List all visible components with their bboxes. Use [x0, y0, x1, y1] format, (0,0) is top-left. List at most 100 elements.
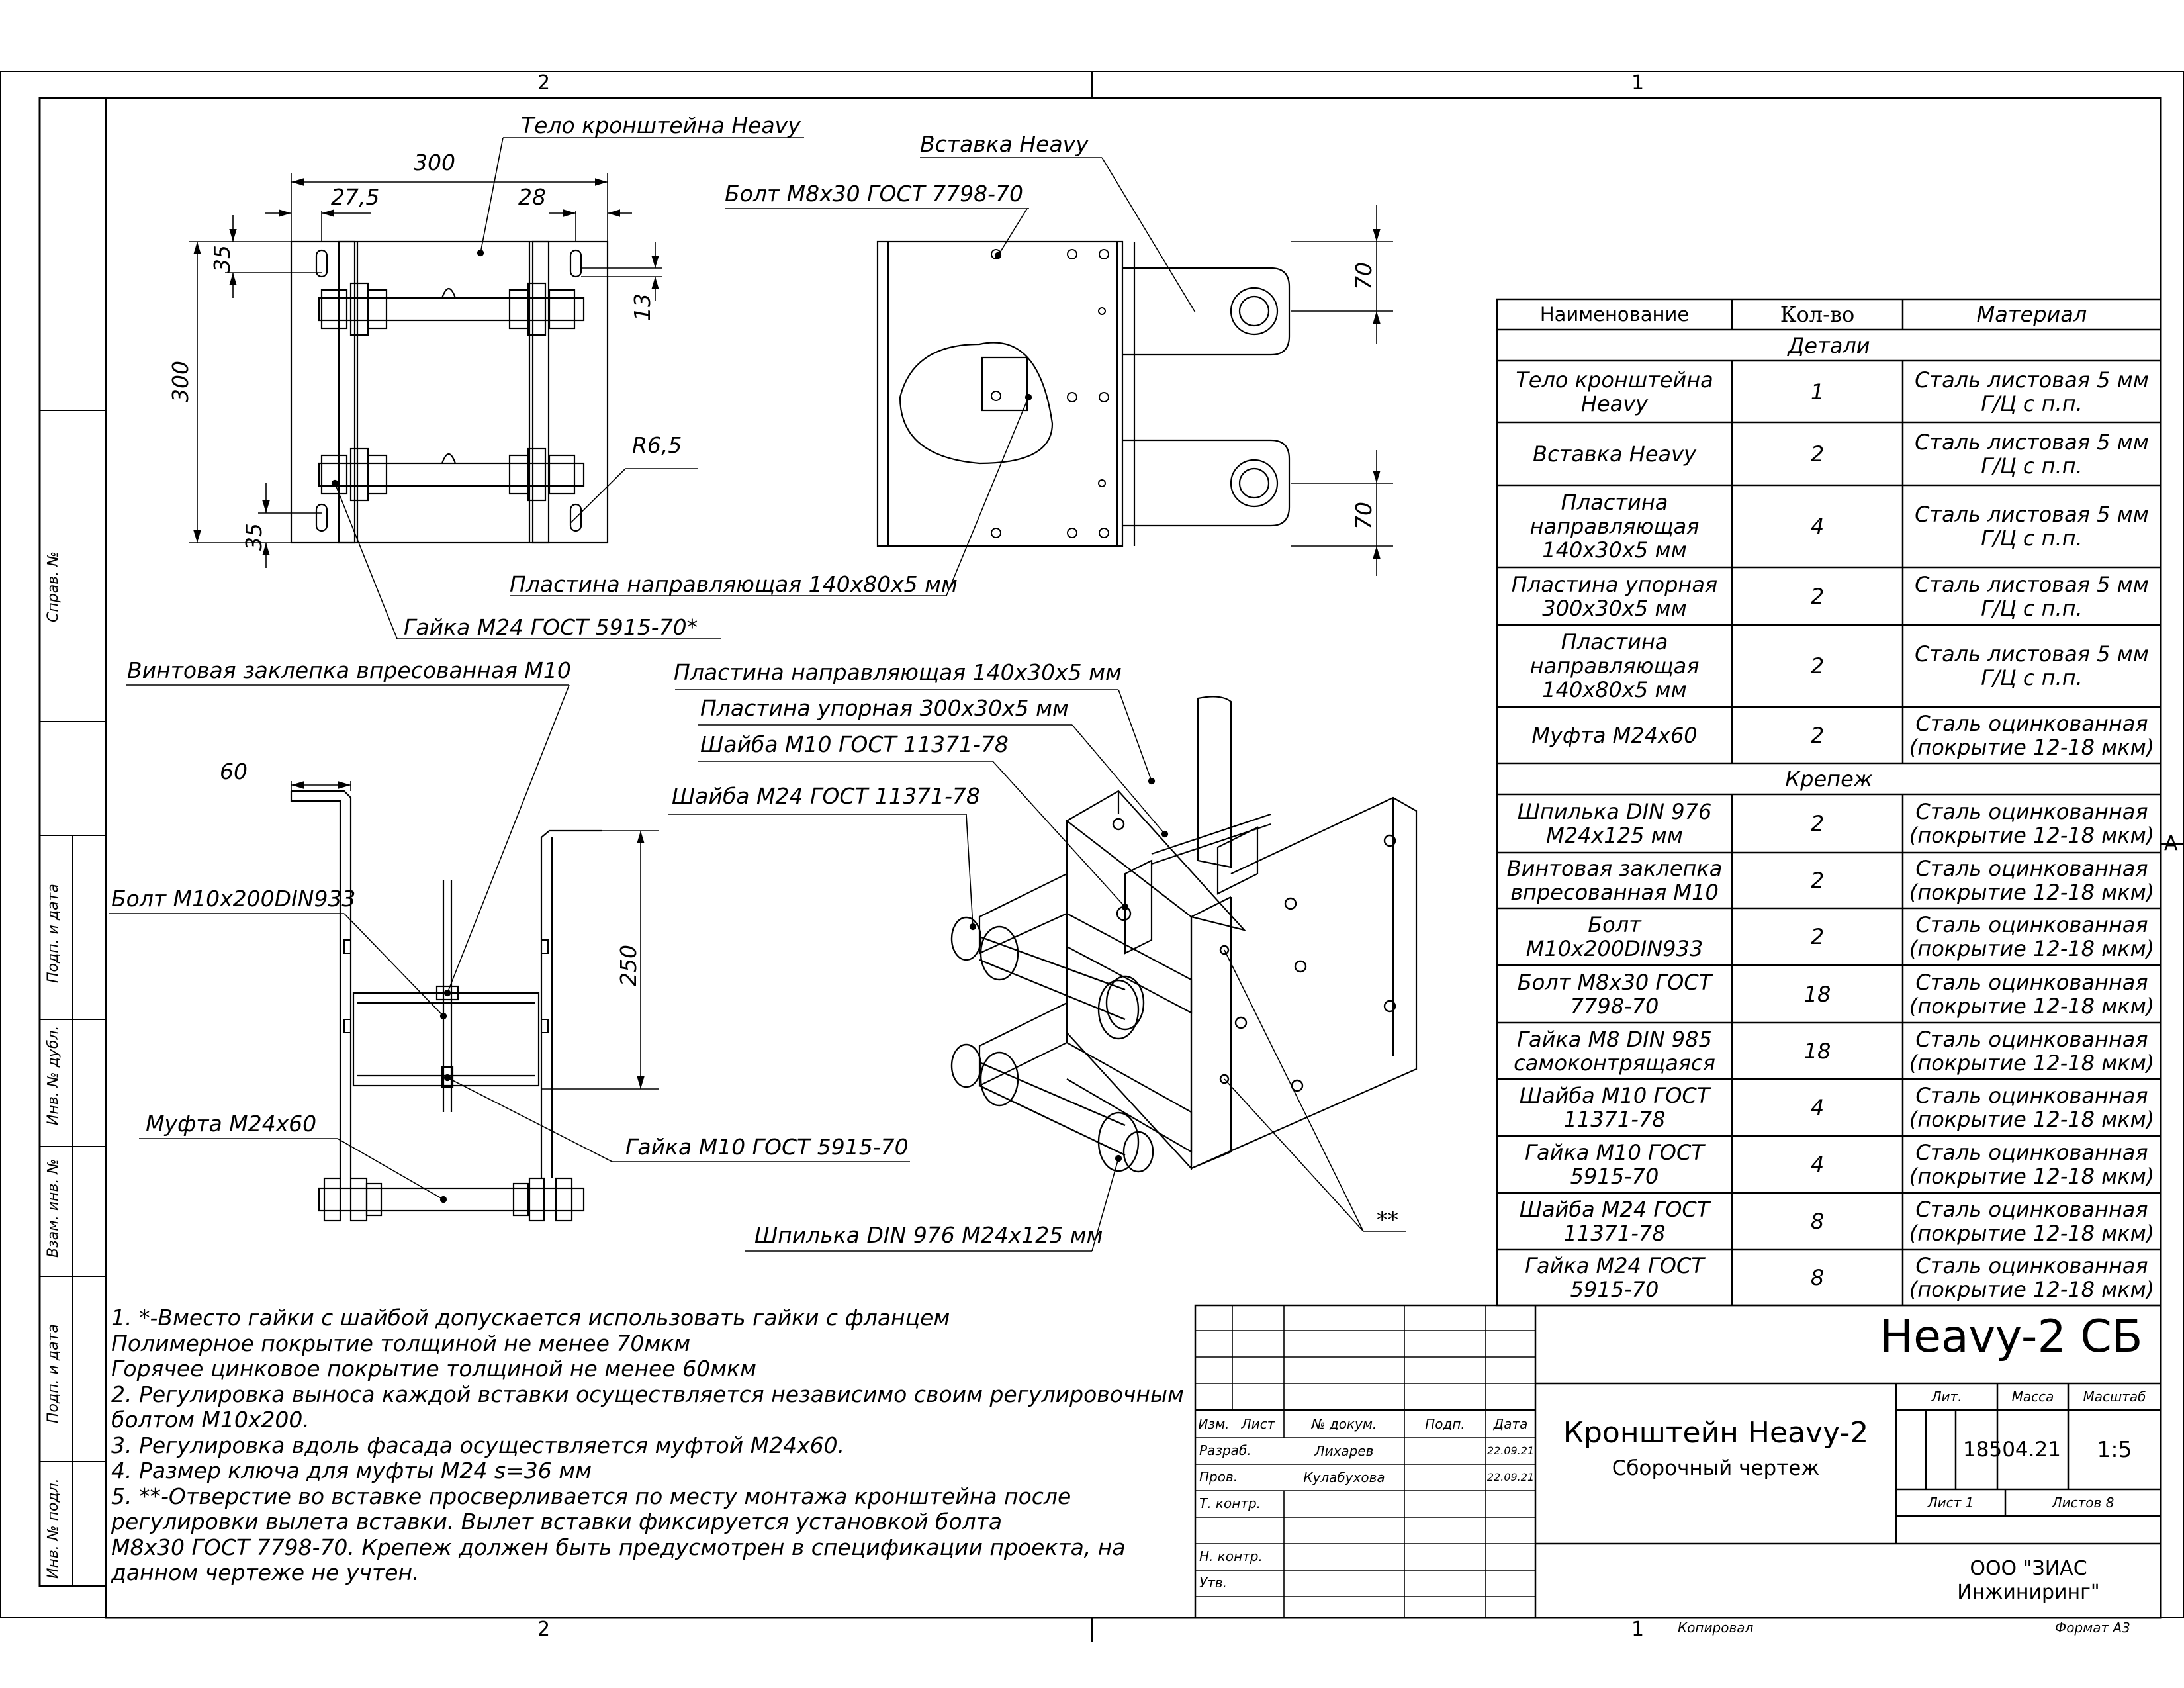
spec-row-material-line: Г/Ц с п.п. [1981, 526, 2083, 551]
spec-row-name-line: направляющая [1529, 653, 1700, 679]
spec-row-material-line: Сталь листовая 5 мм [1915, 429, 2149, 455]
tb-row-prov: Пров. [1199, 1469, 1238, 1485]
spec-row-material: Сталь оцинкованная(покрытие 12-18 мкм) [1903, 908, 2161, 965]
spec-row-material-line: Г/Ц с п.п. [1981, 391, 2083, 416]
spec-row-material-line: Сталь листовая 5 мм [1915, 367, 2149, 393]
spec-row-material-line: (покрытие 12-18 мкм) [1909, 1107, 2155, 1132]
top-view-dimensions [189, 137, 804, 639]
spec-row-name-line: 5915-70 [1570, 1277, 1659, 1302]
tb-date-prov: 22.09.21 [1486, 1471, 1535, 1483]
spec-row-name-line: Гайка М8 DIN 985 [1517, 1026, 1712, 1052]
tb-name-razrab: Лихарев [1314, 1443, 1374, 1459]
spec-row-material: Сталь оцинкованная(покрытие 12-18 мкм) [1903, 1250, 2161, 1305]
spec-row-material-line: Сталь листовая 5 мм [1915, 502, 2149, 527]
spec-row-name-line: Пластина [1561, 490, 1668, 515]
note-line: Полимерное покрытие толщиной не менее 70… [111, 1330, 691, 1356]
dim-height-300: 300 [167, 361, 193, 402]
label-insert: Вставка Heavy [920, 131, 1089, 157]
spec-row-qty: 2 [1810, 653, 1825, 679]
label-washer-m10: Шайба М10 ГОСТ 11371-78 [700, 731, 1009, 757]
spec-row-name-line: Шпилька DIN 976 [1517, 799, 1712, 824]
spec-row-material-line: (покрытие 12-18 мкм) [1909, 1050, 2155, 1076]
designation: Heavy-2 СБ [1880, 1311, 2143, 1363]
tb-col-list: Лист [1241, 1416, 1275, 1432]
spec-row-name-line: Шайба М10 ГОСТ [1519, 1083, 1710, 1108]
spec-section-parts: Детали [1788, 332, 1870, 358]
spec-row-material: Сталь оцинкованная(покрытие 12-18 мкм) [1903, 965, 2161, 1023]
spec-row-material-line: Сталь оцинкованная [1915, 912, 2148, 937]
spec-row-name-line: 5915-70 [1570, 1164, 1659, 1189]
top-view-drawing [290, 240, 609, 544]
label-bolt-m8: Болт М8х30 ГОСТ 7798-70 [725, 181, 1024, 207]
tb-row-nkontr: Н. контр. [1199, 1548, 1263, 1564]
note-line: болтом М10х200. [111, 1407, 310, 1432]
spec-row-qty: 2 [1810, 441, 1825, 467]
note-line: данном чертеже не учтен. [111, 1560, 420, 1585]
spec-section-fasteners: Крепеж [1785, 766, 1873, 792]
spec-header-qty: Кол-во [1780, 302, 1855, 327]
tb-col-izm: Изм. [1198, 1416, 1230, 1432]
spec-row-qty: 4 [1810, 514, 1825, 539]
iso-view-drawing [950, 696, 1418, 1173]
label-coupling: Муфта М24х60 [146, 1111, 317, 1137]
zone-top-right: 1 [1631, 71, 1645, 95]
tb-col-doc: № докум. [1311, 1416, 1377, 1432]
label-thrust-plate: Пластина упорная 300х30х5 мм [700, 695, 1069, 721]
dim-front-60: 60 [220, 759, 248, 784]
tb-col-date: Дата [1493, 1416, 1528, 1432]
tb-row-tkontr: Т. контр. [1199, 1495, 1261, 1511]
side-view-dimensions [510, 157, 1393, 596]
spec-row-qty: 4 [1810, 1152, 1825, 1177]
spec-row-name-line: Гайка М24 ГОСТ [1525, 1253, 1704, 1278]
radius-label: R6,5 [632, 432, 682, 458]
spec-row-material-line: Сталь оцинкованная [1915, 856, 2148, 881]
label-bracket-body: Тело кронштейна Heavy [521, 113, 801, 138]
zone-bottom-left: 2 [537, 1618, 551, 1641]
spec-row-material-line: (покрытие 12-18 мкм) [1909, 1221, 2155, 1246]
spec-row-name-line: направляющая [1529, 514, 1700, 539]
strip-vzam: Взам. инв. № [45, 1158, 62, 1258]
zone-right: A [2164, 832, 2178, 855]
spec-row-qty: 2 [1810, 583, 1825, 609]
spec-row-material-line: (покрытие 12-18 мкм) [1909, 936, 2155, 961]
spec-row-material-line: Сталь оцинкованная [1915, 1140, 2148, 1165]
spec-row-qty: 18 [1803, 981, 1831, 1007]
spec-row-material-line: (покрытие 12-18 мкм) [1909, 734, 2155, 760]
label-nut-m10: Гайка М10 ГОСТ 5915-70 [625, 1134, 909, 1160]
spec-row-material-line: Сталь оцинкованная [1915, 1026, 2148, 1052]
dim-front-250: 250 [615, 945, 641, 986]
spec-row-name: Вставка Heavy [1497, 422, 1732, 485]
spec-header-material: Материал [1976, 302, 2087, 327]
zone-top-left: 2 [537, 71, 551, 95]
spec-row-material-line: Сталь оцинкованная [1915, 969, 2148, 995]
tb-lit-label: Лит. [1931, 1389, 1962, 1405]
tb-row-utv: Утв. [1199, 1575, 1227, 1591]
tb-scale: 1:5 [2097, 1436, 2132, 1462]
spec-row-name-line: 140x80x5 мм [1542, 677, 1687, 702]
spec-row-name-line: Шайба М24 ГОСТ [1519, 1197, 1710, 1222]
label-hole-note: ** [1377, 1207, 1398, 1233]
note-line: 3. Регулировка вдоль фасада осуществляет… [111, 1432, 845, 1458]
strip-sprav: Справ. № [45, 551, 62, 622]
note-line: М8х30 ГОСТ 7798-70. Крепеж должен быть п… [111, 1534, 1126, 1560]
spec-header-name: Наименование [1539, 303, 1690, 326]
drawing-subtitle: Сборочный чертеж [1612, 1456, 1820, 1480]
spec-row-name-line: М24х125 мм [1546, 823, 1683, 848]
spec-row-material-line: (покрытие 12-18 мкм) [1909, 993, 2155, 1019]
spec-row-material-line: Сталь оцинкованная [1915, 710, 2148, 736]
spec-row-material-line: Сталь оцинкованная [1915, 1253, 2148, 1278]
spec-row-name-line: Тело кронштейна [1516, 367, 1713, 393]
spec-row-name-line: 300x30x5 мм [1542, 595, 1687, 621]
